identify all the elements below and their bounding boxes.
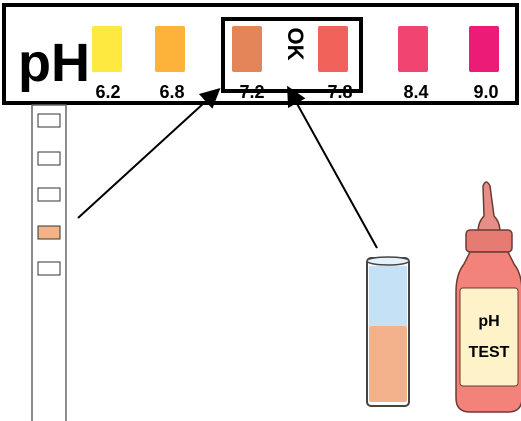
ph-color-chart: pH OK 6.2 6.8 7.2 7.8 8.4 9.0 — [2, 3, 519, 105]
bottle-cap — [465, 229, 513, 253]
scale-value-6-2: 6.2 — [95, 82, 120, 102]
reagent-bottle: pH TEST — [455, 181, 521, 413]
swatch-8-4 — [398, 26, 428, 72]
scale-value-6-8: 6.8 — [159, 82, 184, 102]
swatch-6-2 — [92, 26, 122, 72]
scale-value-7-2: 7.2 — [239, 82, 264, 102]
arrow-strip-to-chart — [77, 87, 221, 219]
vial-top — [369, 266, 407, 326]
swatch-7-8 — [318, 26, 348, 72]
vial-rim — [366, 256, 410, 266]
swatch-6-8 — [155, 26, 185, 72]
ok-label: OK — [283, 28, 308, 61]
swatch-7-2 — [232, 26, 262, 72]
chart-title: pH — [18, 33, 90, 93]
swatch-9-0 — [469, 26, 499, 72]
bottle-dropper-tip — [477, 181, 501, 233]
scale-value-9-0: 9.0 — [473, 82, 498, 102]
bottle-label-line1: pH — [478, 313, 499, 330]
strip-pad — [37, 151, 61, 166]
test-strip — [31, 104, 67, 421]
scale-value-7-8: 7.8 — [327, 82, 352, 102]
strip-pad-active — [37, 225, 61, 240]
scale-value-8-4: 8.4 — [403, 82, 428, 102]
arrow-vial-to-chart — [287, 85, 378, 249]
bottle-label-line2: TEST — [469, 344, 510, 361]
strip-pad — [37, 113, 61, 128]
strip-pad — [37, 261, 61, 276]
sample-vial — [366, 256, 410, 407]
bottle-label — [459, 287, 519, 387]
strip-pad — [37, 187, 61, 202]
vial-liquid — [369, 326, 407, 402]
